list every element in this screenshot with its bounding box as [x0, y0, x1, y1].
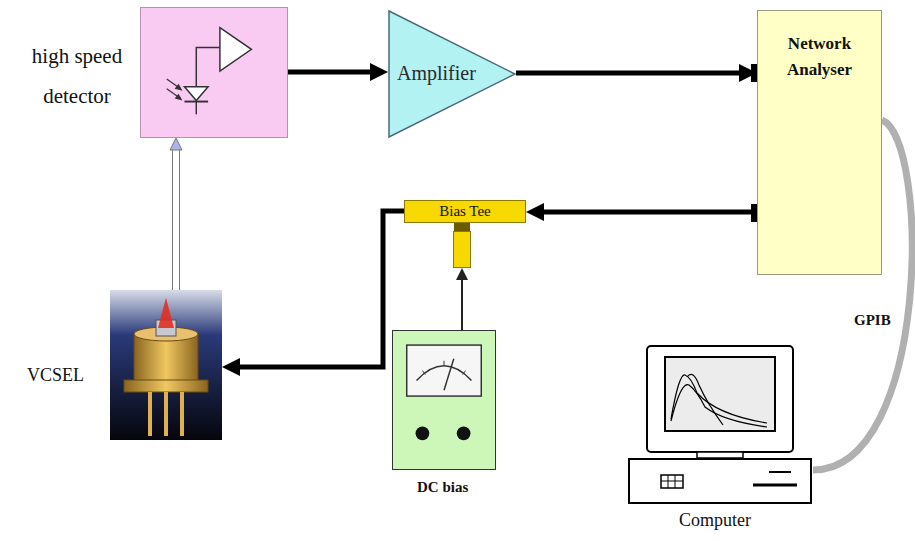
connector-line	[516, 71, 743, 76]
arrowheads	[370, 63, 388, 81]
connector-line	[461, 278, 463, 330]
arrowhead	[370, 63, 388, 81]
arrowhead	[222, 358, 240, 376]
arrowhead	[456, 268, 468, 280]
arrowhead	[170, 138, 182, 150]
detector-label: high speed detector	[18, 36, 136, 116]
dc-source-box: DC bias	[392, 330, 496, 470]
amplifier-triangle: Amplifier	[388, 10, 516, 138]
amplifier-label: Amplifier	[397, 61, 476, 85]
vcsel-label: VCSEL	[27, 365, 84, 386]
connector-line	[173, 148, 179, 290]
analyser-box: Network Analyser	[757, 10, 882, 275]
connector	[170, 138, 182, 290]
arrowheads	[170, 138, 182, 150]
bias-tee: Bias Tee	[404, 200, 526, 268]
fiber-outline	[172, 148, 180, 290]
connector	[526, 203, 757, 221]
arrowhead	[739, 64, 757, 82]
detector-box: high speed detector	[140, 7, 288, 138]
dc-bias-label: DC bias	[417, 479, 468, 496]
connector	[516, 64, 757, 82]
vcsel-picture: VCSEL	[110, 290, 222, 440]
connector	[456, 268, 468, 330]
computer-picture: Computer	[627, 345, 813, 505]
connector-line	[288, 70, 374, 75]
connector-line	[540, 210, 757, 215]
connector-line	[236, 211, 404, 367]
connector	[288, 63, 388, 81]
photodetector-symbol	[141, 8, 287, 137]
bus-label: GPIB	[852, 312, 893, 329]
computer-illustration	[627, 345, 813, 505]
arrowheads	[739, 64, 757, 82]
arrowheads	[526, 203, 544, 221]
bias-tee-port	[454, 223, 470, 231]
arrowhead	[526, 203, 544, 221]
analyser-label: Network Analyser	[758, 31, 881, 82]
bias-tee-label: Bias Tee	[404, 202, 526, 220]
arrowheads	[222, 358, 240, 376]
vcsel-illustration	[110, 290, 222, 440]
arrowheads	[456, 268, 468, 280]
bias-tee-port	[453, 231, 471, 268]
connector	[222, 211, 404, 376]
meter-symbol	[393, 331, 495, 469]
computer-label: Computer	[679, 510, 751, 531]
